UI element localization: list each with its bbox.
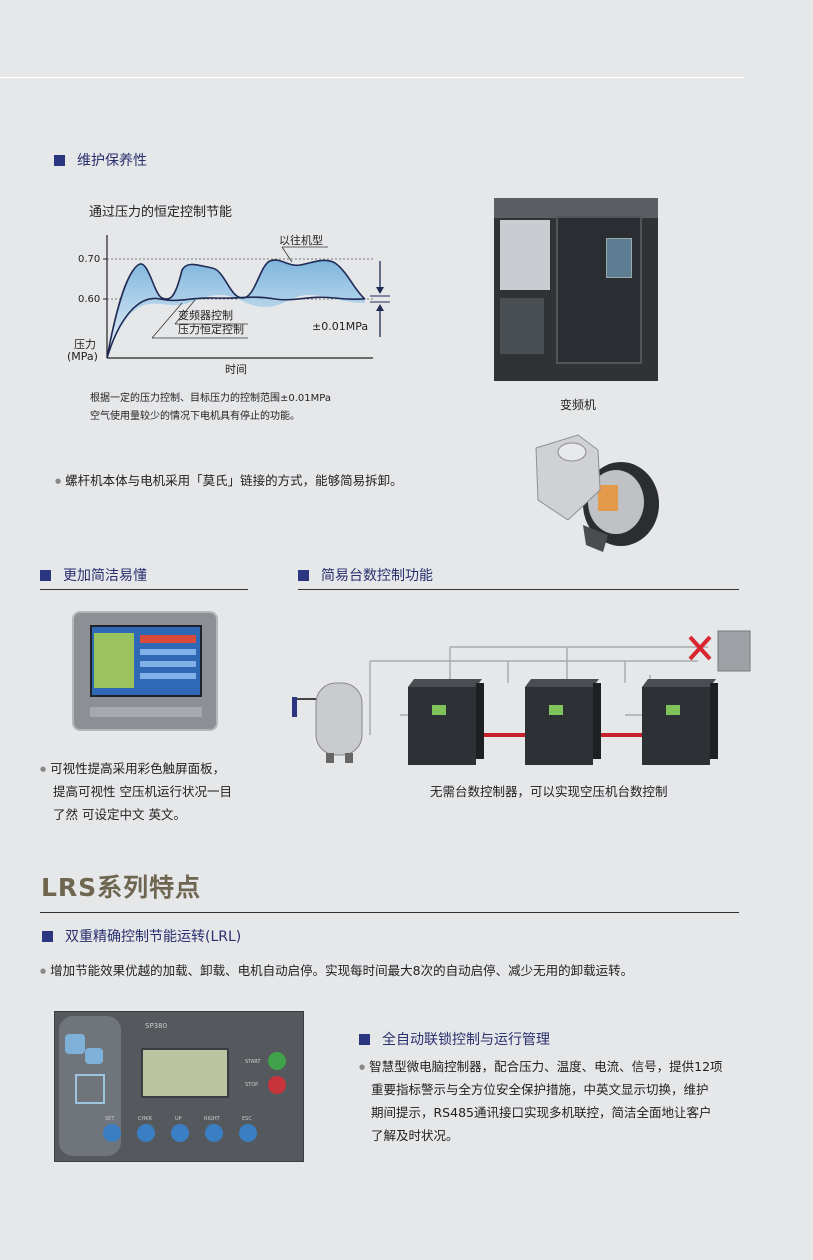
tick-low: 0.60 xyxy=(78,294,101,305)
key-label-chkr: CHKR xyxy=(138,1116,153,1122)
lrs-rule xyxy=(40,912,739,913)
interlock-line-2: 重要指标警示与全方位安全保护措施，中英文显示切换，维护 xyxy=(371,1082,709,1097)
simple-line-3: 了然 可设定中文 英文。 xyxy=(53,807,186,822)
old-model-label: 以往机型 xyxy=(279,234,323,247)
interlock-line-1: 智慧型微电脑控制器，配合压力、温度、电流、信号，提供12项 xyxy=(359,1055,722,1079)
square-bullet-icon xyxy=(42,930,53,942)
interlock-line-4: 了解及时状况。 xyxy=(371,1128,459,1143)
unit-control-diagram xyxy=(292,630,751,765)
x-axis-label: 时间 xyxy=(225,363,247,376)
section-heading-lrl: 双重精确控制节能运转(LRL) xyxy=(42,926,241,946)
section-rule xyxy=(40,589,248,590)
check-key-icon xyxy=(137,1124,155,1142)
pressure-control-chart: 通过压力的恒定控制节能 xyxy=(60,195,400,385)
unit-control-caption: 无需台数控制器，可以实现空压机台数控制 xyxy=(430,784,668,799)
square-bullet-icon xyxy=(298,569,309,581)
section-title: 维护保养性 xyxy=(77,153,147,169)
panel-model: SP380 xyxy=(145,1022,168,1030)
lrs-title: LRS系列特点 xyxy=(41,873,202,902)
chart-note-1: 根据一定的压力控制、目标压力的控制范围±0.01MPa xyxy=(90,393,331,404)
square-bullet-icon xyxy=(359,1033,370,1045)
square-bullet-icon xyxy=(54,154,65,166)
key-label-esc: ESC xyxy=(242,1116,252,1122)
esc-key-icon xyxy=(239,1124,257,1142)
simple-line-1: 可视性提高采用彩色触屏面板， xyxy=(40,757,225,781)
vfd-photo xyxy=(494,198,658,381)
controller-panel-image: SP380 START STOP SET CHKR UP RIGHT ESC xyxy=(54,1011,304,1162)
chart-title: 通过压力的恒定控制节能 xyxy=(89,205,233,220)
section-heading-simple: 更加简洁易懂 xyxy=(40,565,147,585)
vfd-label-2: 压力恒定控制 xyxy=(178,323,244,336)
panel-start-label: START xyxy=(245,1059,261,1065)
section-heading-interlock: 全自动联锁控制与运行管理 xyxy=(359,1029,550,1049)
section-title: 更加简洁易懂 xyxy=(63,568,147,584)
up-key-icon xyxy=(171,1124,189,1142)
vfd-caption: 变频机 xyxy=(560,398,597,412)
section-title: 全自动联锁控制与运行管理 xyxy=(382,1032,550,1048)
section-heading-maintenance: 维护保养性 xyxy=(54,150,147,170)
square-bullet-icon xyxy=(40,569,51,581)
key-label-up: UP xyxy=(175,1116,182,1122)
tick-high: 0.70 xyxy=(78,254,101,265)
simple-line-2: 提高可视性 空压机运行状况一目 xyxy=(53,784,232,799)
coupling-bullet: 螺杆机本体与电机采用「莫氏」链接的方式，能够简易拆卸。 xyxy=(55,469,403,493)
touch-panel-image xyxy=(72,611,218,731)
set-key-icon xyxy=(103,1124,121,1142)
top-divider xyxy=(0,77,745,78)
chart-graphic xyxy=(103,235,390,359)
section-rule xyxy=(298,589,739,590)
tolerance-label: ±0.01MPa xyxy=(312,320,369,333)
section-title: 简易台数控制功能 xyxy=(321,568,433,584)
chart-note-2: 空气使用量较少的情况下电机具有停止的功能。 xyxy=(90,411,300,422)
panel-stop-label: STOP xyxy=(245,1082,259,1088)
right-key-icon xyxy=(205,1124,223,1142)
interlock-line-3: 期间提示，RS485通讯接口实现多机联控，简洁全面地让客户 xyxy=(371,1105,712,1120)
y-axis-unit: (MPa) xyxy=(67,350,98,363)
key-label-set: SET xyxy=(105,1116,115,1122)
motor-coupling-image xyxy=(535,434,659,552)
vfd-label-1: 变频器控制 xyxy=(178,309,233,322)
key-label-right: RIGHT xyxy=(204,1116,220,1122)
section-title: 双重精确控制节能运转(LRL) xyxy=(65,929,242,945)
lrl-bullet: 增加节能效果优越的加载、卸载、电机自动启停。实现每时间最大8次的自动启停、减少无… xyxy=(40,959,633,983)
stop-button-icon xyxy=(268,1076,286,1094)
section-heading-unit-control: 简易台数控制功能 xyxy=(298,565,433,585)
start-button-icon xyxy=(268,1052,286,1070)
y-axis-label: 压力 xyxy=(74,338,96,351)
